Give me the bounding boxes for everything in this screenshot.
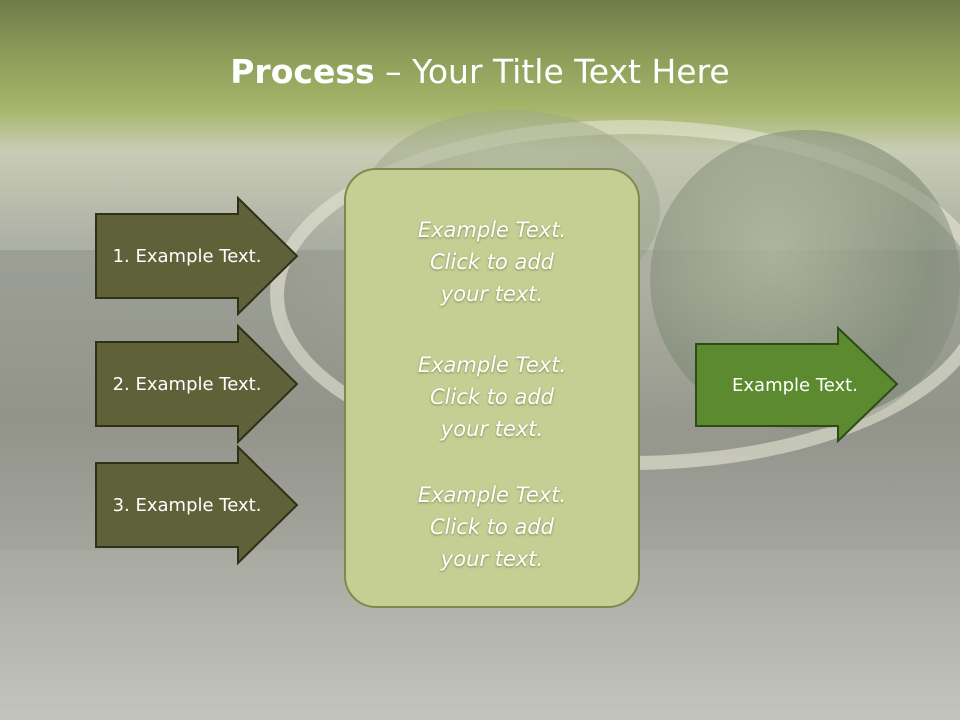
process-arrow-label: 3. Example Text. (112, 494, 262, 516)
center-text-line: Example Text. (417, 218, 567, 242)
center-text-line: your text. (440, 282, 544, 306)
center-text-block-3[interactable]: Example Text. Click to add your text. (346, 479, 638, 575)
right-arrow-shape-icon (95, 323, 299, 445)
center-text-line: your text. (440, 417, 544, 441)
process-arrow-label: 1. Example Text. (112, 245, 262, 267)
result-arrow-label: Example Text. (732, 374, 858, 396)
right-arrow-shape-icon (95, 195, 299, 317)
center-text-line: Click to add (429, 250, 554, 274)
right-arrow-shape-icon (95, 444, 299, 566)
center-text-line: Click to add (429, 385, 554, 409)
center-text-block-2[interactable]: Example Text. Click to add your text. (346, 349, 638, 445)
center-text-block-1[interactable]: Example Text. Click to add your text. (346, 214, 638, 310)
center-text-line: your text. (440, 547, 544, 571)
title-rest-part: – Your Title Text Here (374, 52, 730, 91)
center-text-line: Click to add (429, 515, 554, 539)
center-text-box[interactable]: Example Text. Click to add your text. Ex… (344, 168, 640, 608)
process-arrow-label: 2. Example Text. (112, 373, 262, 395)
center-text-line: Example Text. (417, 353, 567, 377)
slide-title[interactable]: Process – Your Title Text Here (0, 52, 960, 91)
center-text-line: Example Text. (417, 483, 567, 507)
title-bold-part: Process (230, 52, 375, 91)
right-arrow-shape-icon (695, 325, 899, 444)
